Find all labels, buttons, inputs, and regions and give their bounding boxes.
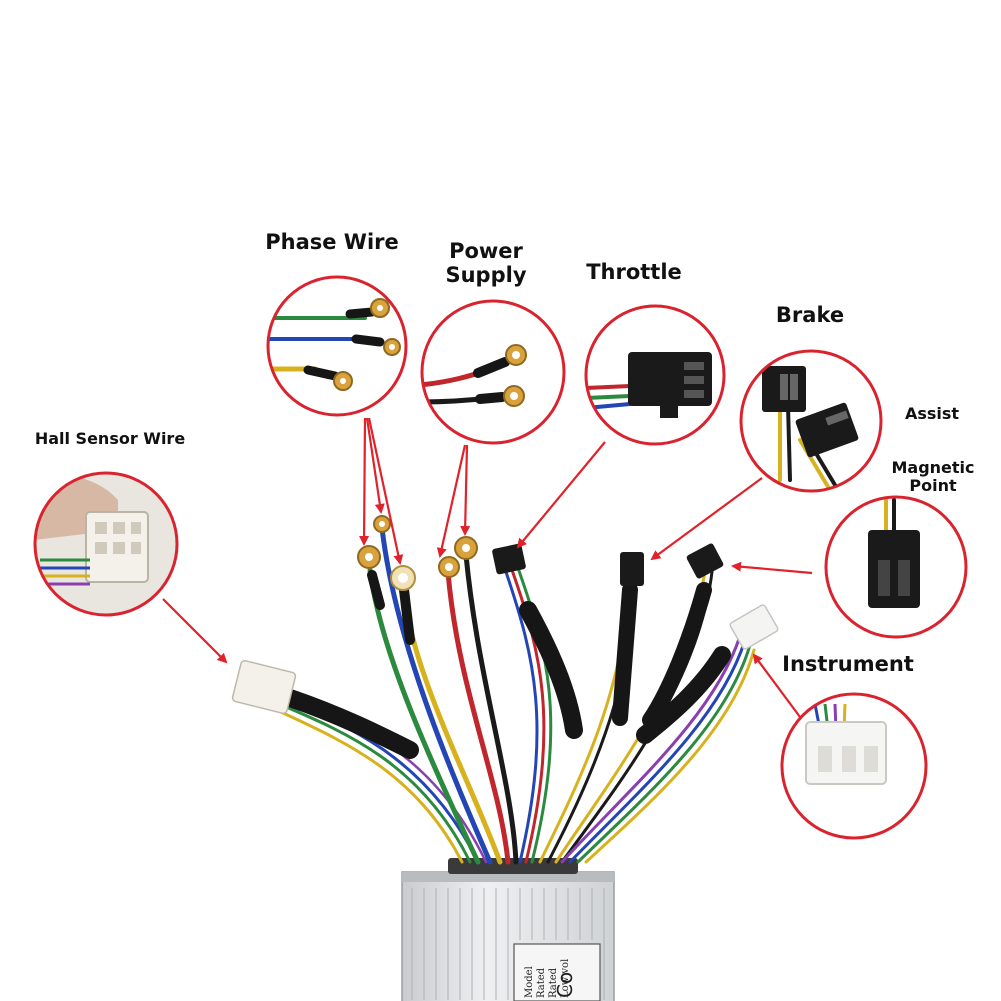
label-instrument-text: Instrument: [782, 652, 914, 676]
arrow-power-1: [436, 444, 467, 558]
arrow-phase-1: [359, 417, 370, 546]
label-phase-wire-text: Phase Wire: [265, 230, 399, 254]
label-magnetic-line2: Point: [909, 475, 957, 495]
label-power-supply: Power Supply: [426, 239, 546, 287]
callout-phase-wire: [266, 275, 408, 417]
arrow-instrument: [752, 653, 801, 718]
callout-arrows: [162, 417, 813, 718]
wire-bundle: [266, 525, 756, 865]
controller-box: Co Model Rated Rated Low vol: [401, 858, 615, 1001]
label-brake: Brake: [760, 303, 860, 328]
brake-connector: [620, 552, 644, 586]
phase-ring-terminals: [357, 515, 416, 591]
callout-instrument: [780, 692, 928, 840]
label-power-line1: Power: [449, 239, 523, 263]
callout-throttle: [584, 304, 726, 446]
plate-line4: Low vol: [560, 959, 571, 998]
label-hall-text: Hall Sensor Wire: [34, 429, 186, 448]
label-assist-text: Assist: [904, 404, 960, 423]
instrument-connector: [729, 604, 779, 650]
plate-line2: Rated: [536, 967, 547, 998]
callout-hall-sensor: [33, 471, 179, 617]
hall-connector: [231, 659, 297, 715]
callout-brake: [739, 349, 883, 493]
label-hall-sensor-wire: Hall Sensor Wire: [20, 430, 200, 448]
plate-line0: Co: [553, 972, 577, 998]
throttle-connector: [492, 543, 526, 575]
label-assist: Assist: [890, 405, 974, 423]
plate-line3: Rated: [548, 967, 559, 998]
arrow-phase-3: [367, 417, 404, 565]
power-ring-terminals: [438, 536, 478, 578]
controller-label-plate: Co Model Rated Rated Low vol: [513, 943, 601, 1001]
label-magnetic-point: Magnetic Point: [873, 459, 993, 495]
label-throttle: Throttle: [574, 260, 694, 285]
arrow-throttle: [516, 441, 606, 549]
arrow-hall: [162, 598, 228, 664]
label-power-line2: Supply: [445, 262, 527, 287]
arrow-brake: [650, 477, 763, 561]
label-throttle-text: Throttle: [586, 260, 682, 284]
label-magnetic-line1: Magnetic: [891, 458, 975, 477]
label-phase-wire: Phase Wire: [252, 230, 412, 255]
arrow-assist: [731, 561, 813, 575]
arrow-phase-2: [365, 417, 385, 514]
callout-assist-magnetic: [824, 495, 968, 639]
arrow-power-2: [460, 444, 471, 536]
callout-power-supply: [420, 299, 566, 445]
assist-connector: [686, 543, 724, 579]
plate-line1: Model: [524, 966, 535, 998]
label-brake-text: Brake: [775, 303, 845, 327]
harness-connectors: [231, 515, 779, 715]
label-instrument: Instrument: [770, 652, 926, 677]
